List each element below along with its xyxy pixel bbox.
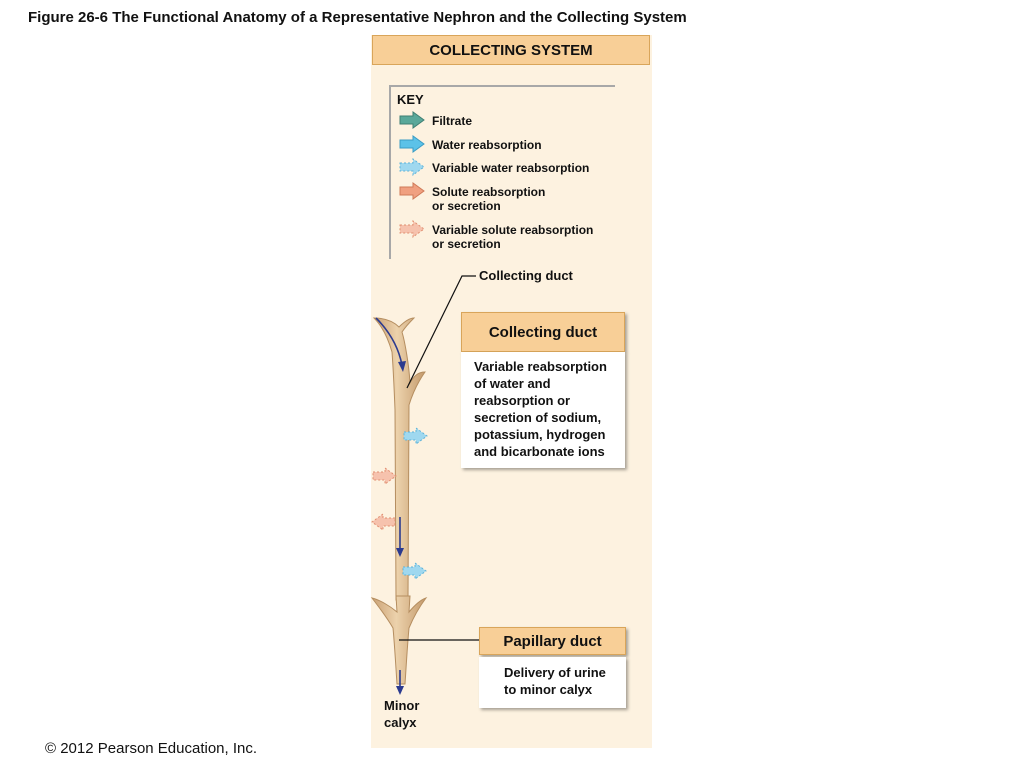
variable-water-reabsorption-arrow-icon: [403, 427, 428, 445]
collecting-duct-box-body: Variable reabsorption of water and reabs…: [461, 352, 625, 468]
copyright-notice: © 2012 Pearson Education, Inc.: [45, 740, 258, 757]
filtrate-arrow-icon: [399, 111, 425, 129]
minor-calyx-label: Minor calyx: [384, 698, 420, 730]
flow-arrow-top-head-icon: [398, 361, 406, 372]
flow-arrow-top-icon: [375, 317, 403, 366]
key-frame: [389, 85, 615, 259]
water-reabsorption-arrow-icon: [399, 135, 425, 153]
figure-title: Figure 26-6 The Functional Anatomy of a …: [28, 9, 687, 26]
key-label-filtrate: Filtrate: [432, 114, 473, 128]
collecting-system-header: COLLECTING SYSTEM: [372, 35, 650, 65]
collecting-duct-label: Collecting duct: [479, 268, 573, 283]
key-label-variable-solute-reabsorption: Variable solute reabsorption or secretio…: [432, 223, 594, 251]
collecting-duct-box-header: Collecting duct: [461, 312, 625, 352]
key-label-water-reabsorption: Water reabsorption: [432, 138, 542, 152]
collecting-duct-leader-line: [406, 275, 476, 389]
papillary-duct-box-body: Delivery of urine to minor calyx: [479, 657, 626, 708]
papillary-duct-box-header: Papillary duct: [479, 627, 626, 655]
solute-arrow-icon: [399, 182, 425, 200]
variable-solute-arrow-icon: [372, 467, 397, 485]
key-label-variable-water-reabsorption: Variable water reabsorption: [432, 161, 590, 175]
variable-water-reabsorption-arrow-icon: [402, 562, 427, 580]
key-title: KEY: [397, 92, 424, 107]
variable-solute-arrow-icon: [399, 220, 425, 238]
key-label-solute-reabsorption: Solute reabsorption or secretion: [432, 185, 546, 213]
flow-arrow-middle-head-icon: [396, 548, 404, 557]
variable-water-reabsorption-arrow-icon: [399, 158, 425, 176]
variable-solute-arrow-icon: [371, 513, 396, 531]
collecting-duct-tube: [372, 317, 426, 601]
flow-arrow-bottom-head-icon: [396, 686, 404, 695]
